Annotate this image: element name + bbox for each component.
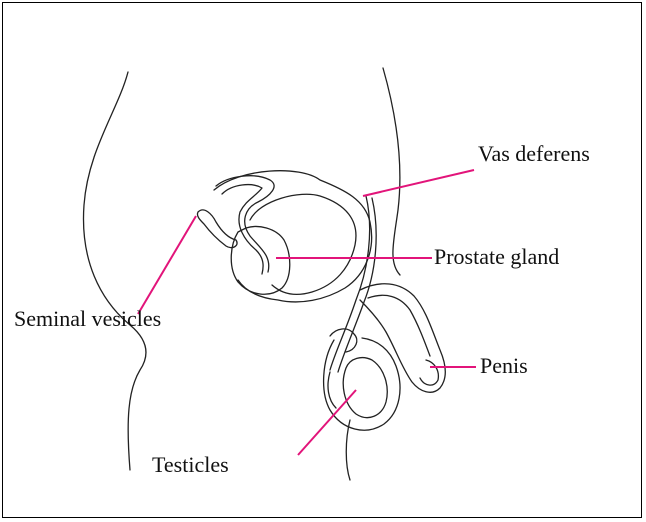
penis-shape <box>360 284 445 393</box>
label-penis: Penis <box>480 355 528 377</box>
epididymis-shape <box>328 372 336 408</box>
body-front-outline <box>383 68 400 275</box>
bladder-inner <box>250 194 356 294</box>
testicle-shape <box>343 358 387 418</box>
label-testicles: Testicles <box>152 454 229 476</box>
vas-deferens-duct <box>216 176 274 272</box>
seminal-vesicle-shape <box>197 210 237 248</box>
leader-vas-deferens <box>363 170 474 196</box>
leader-seminal-vesicles <box>138 216 196 314</box>
body-back-outline <box>83 72 145 470</box>
urethra-line <box>330 196 370 370</box>
label-seminal-vesicles: Seminal vesicles <box>14 308 161 330</box>
label-vas-deferens: Vas deferens <box>478 143 590 165</box>
prostate-shape <box>231 227 290 295</box>
penis-tip <box>420 360 438 385</box>
label-prostate-gland: Prostate gland <box>434 246 559 268</box>
leader-testicles <box>298 390 356 455</box>
thigh-outline <box>346 420 350 480</box>
